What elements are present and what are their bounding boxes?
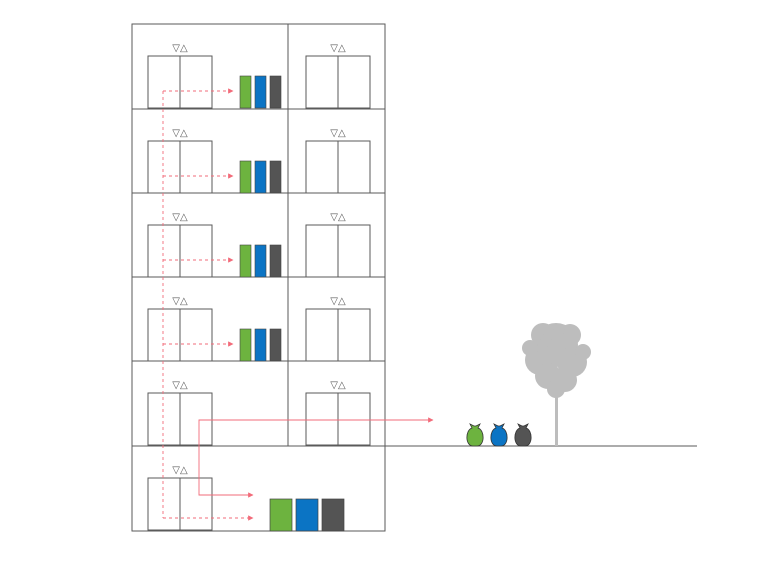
lift-call-button-icon: ▽△: [330, 43, 346, 54]
waste-bin-icon: [321, 498, 345, 532]
waste-bag-body: [514, 423, 532, 447]
lift-call-button-icon: ▽△: [172, 296, 188, 307]
waste-bin-icon: [295, 498, 319, 532]
tree-icon: [522, 323, 591, 446]
lifts: ▽△ ▽△ ▽△ ▽△ ▽△ ▽△ ▽△ ▽△ ▽△ ▽△ ▽△: [147, 43, 371, 531]
lift-door-icon: ▽△: [147, 212, 213, 278]
waste-bags: [466, 423, 532, 447]
lift-call-button-icon: ▽△: [330, 296, 346, 307]
lift-door-icon: ▽△: [305, 380, 371, 446]
waste-bin-icon: [254, 328, 267, 362]
tree-foliage: [522, 340, 538, 356]
waste-bin-icon: [269, 328, 282, 362]
waste-bag-body: [466, 423, 484, 447]
waste-bin-icon: [239, 328, 252, 362]
lift-call-button-icon: ▽△: [172, 43, 188, 54]
tree-foliage: [575, 344, 591, 360]
lift-door-icon: ▽△: [305, 296, 371, 362]
waste-bin-icon: [269, 160, 282, 194]
lift-call-button-icon: ▽△: [330, 212, 346, 223]
lift-call-button-icon: ▽△: [172, 380, 188, 391]
waste-bin-icon: [254, 75, 267, 109]
tree-foliage: [553, 324, 565, 336]
waste-bin-icon: [254, 244, 267, 278]
waste-bin-icon: [269, 244, 282, 278]
lift-call-button-icon: ▽△: [330, 380, 346, 391]
waste-bin-icon: [239, 160, 252, 194]
arrow-icon: [198, 417, 434, 498]
lift-call-button-icon: ▽△: [172, 465, 188, 476]
waste-bin-icon: [239, 75, 252, 109]
lift-door-icon: ▽△: [305, 128, 371, 194]
tree-trunk: [555, 395, 558, 446]
lift-call-button-icon: ▽△: [330, 128, 346, 139]
lift-door-icon: ▽△: [147, 43, 213, 109]
lift-door-icon: ▽△: [147, 465, 213, 531]
waste-bins: [239, 75, 345, 532]
lift-call-button-icon: ▽△: [172, 212, 188, 223]
tree-foliage: [547, 380, 565, 398]
lift-door-icon: ▽△: [147, 128, 213, 194]
lift-door-icon: ▽△: [147, 380, 213, 446]
disposal-route-arrows: [162, 88, 434, 521]
waste-bin-icon: [239, 244, 252, 278]
lift-door-icon: ▽△: [305, 212, 371, 278]
lift-call-button-icon: ▽△: [172, 128, 188, 139]
lift-door-icon: ▽△: [305, 43, 371, 109]
waste-bin-icon: [269, 75, 282, 109]
waste-bag-icon: [514, 423, 532, 447]
waste-bin-icon: [254, 160, 267, 194]
waste-bag-icon: [466, 423, 484, 447]
waste-bin-icon: [269, 498, 293, 532]
waste-bag-icon: [490, 423, 508, 447]
tree-foliage: [540, 334, 552, 346]
lift-door-icon: ▽△: [147, 296, 213, 362]
waste-bag-body: [490, 423, 508, 447]
